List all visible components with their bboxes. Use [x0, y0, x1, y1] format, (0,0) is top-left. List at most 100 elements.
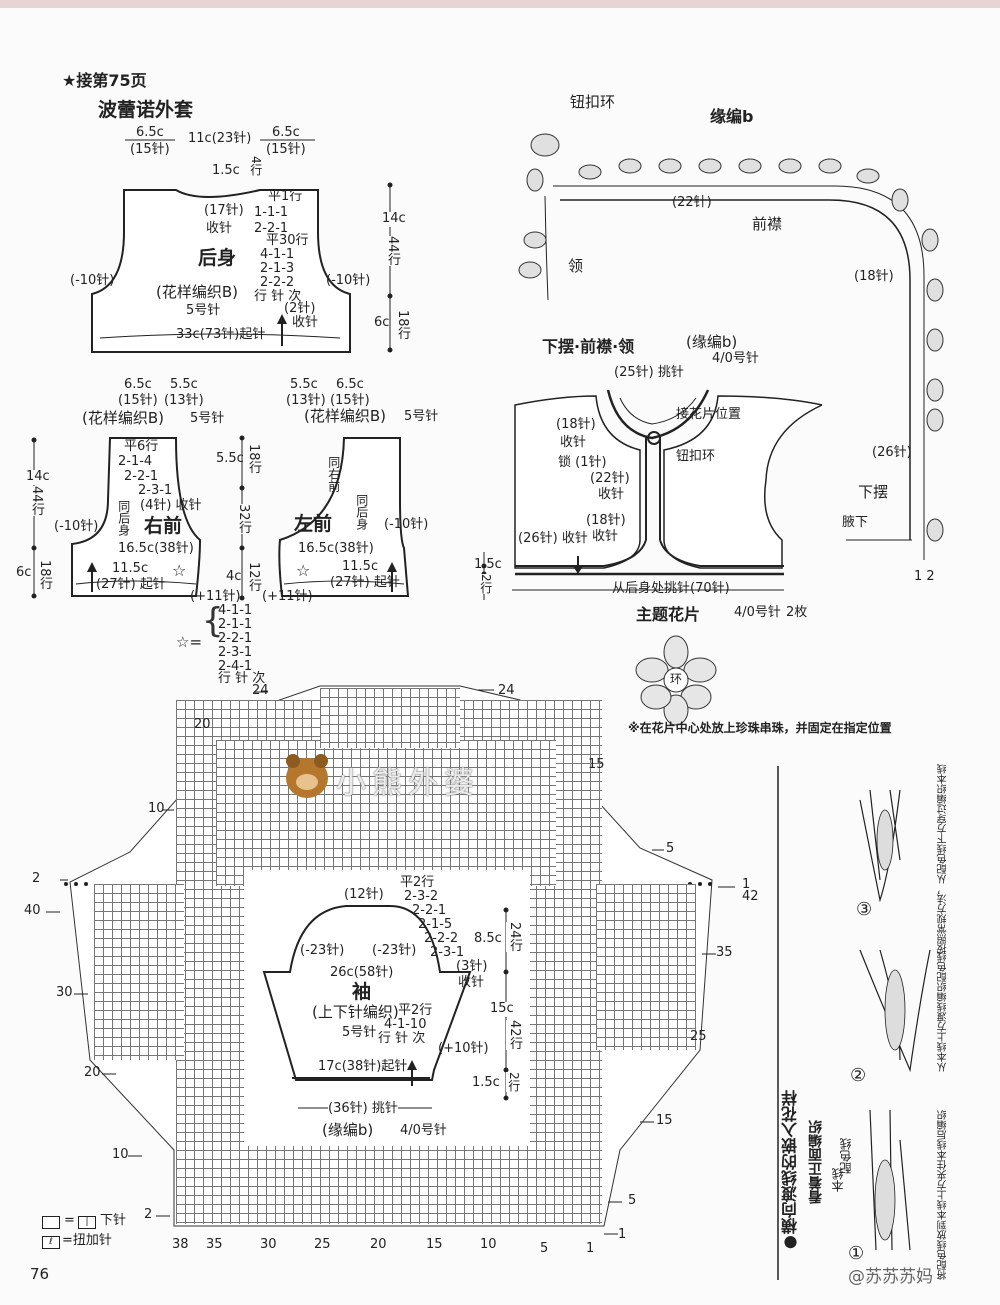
rf-width: 16.5c(38针)	[118, 541, 194, 556]
sleeve-inc-0: 平2行	[398, 1003, 433, 1018]
back-title: 后身	[198, 247, 237, 269]
sleeve-top-4: 2-3-1	[430, 945, 465, 960]
rf-top-b: 5.5c	[170, 377, 198, 392]
back-shape-5: 2-1-3	[260, 261, 295, 276]
continued-note: ★接第75页	[62, 71, 147, 90]
sleeve-cap-rows: 24行	[506, 922, 522, 952]
grid-right-2: 1	[742, 877, 751, 892]
grid-left-4: 30	[56, 985, 73, 1000]
sleeve-cast-off-b: 收针	[458, 975, 485, 990]
hem-st18c: (18针)	[586, 513, 626, 528]
edging-front: 前襟	[752, 215, 783, 233]
chart-grid-upper	[216, 740, 556, 886]
hem-loop: 钮扣环	[676, 449, 716, 464]
sleeve-inc-1: 4-1-10	[384, 1017, 427, 1032]
edging-st18: (18针)	[854, 269, 894, 284]
lf-pattern: (花样编织B)	[304, 407, 386, 425]
star-brace: {	[202, 601, 224, 641]
star-line-1: 2-1-1	[218, 617, 253, 632]
hem-left18: (18针)	[556, 417, 596, 432]
sleeve-top: (12针)	[344, 887, 384, 902]
hem-st22b: 收针	[598, 487, 625, 502]
back-top-right-st: (15针)	[266, 142, 306, 157]
hem-flower-pos: 接花片位置	[676, 407, 742, 422]
back-needle: 5号针	[186, 303, 221, 318]
sleeve-width: 26c(58针)	[330, 965, 394, 980]
page-number: 76	[30, 1265, 50, 1283]
star-line-0: 4-1-1	[218, 603, 253, 618]
grid-bottom-1: 35	[206, 1237, 223, 1252]
legend-twist-icon: ℓ	[42, 1236, 60, 1249]
grid-bottom-3: 25	[314, 1237, 331, 1252]
grid-left-2: 2	[32, 871, 41, 886]
rf-top-a-st: (15针)	[118, 393, 158, 408]
edging-hem: 下摆	[858, 483, 889, 501]
rf-height-a-rows: 44行	[28, 486, 44, 516]
mid-b: 32行	[235, 504, 251, 534]
rf-title: 右前	[144, 515, 183, 537]
star-label: ☆=	[176, 633, 203, 651]
back-shape-2: 2-2-1	[254, 221, 289, 236]
rf-height-a: 14c	[26, 469, 50, 485]
edging-st26: (26针)	[872, 445, 912, 460]
grid-bottom-4: 20	[370, 1237, 387, 1252]
grid-right-6: 15	[656, 1113, 673, 1128]
grid-left-1: 10	[148, 801, 165, 816]
rf-cast-on: (27针) 起针	[96, 577, 166, 592]
motif-note: ※在花片中心处放上珍珠串珠，并固定在指定位置	[628, 721, 892, 735]
grid-bottom-6: 10	[480, 1237, 497, 1252]
rf-height-b: 6c	[16, 565, 32, 580]
grid-right-5: 25	[690, 1029, 707, 1044]
rf-top-a: 6.5c	[124, 377, 152, 392]
watermark-text: 小熊外婆	[336, 766, 480, 801]
inlay-n1: ①	[848, 1243, 865, 1264]
back-height-a: 14c	[382, 211, 406, 227]
grid-left-6: 10	[112, 1147, 129, 1162]
back-bind-off-b: 收针	[292, 315, 319, 330]
back-side-right: (-10针)	[326, 273, 371, 288]
sleeve-right-dec: (-23针)	[372, 943, 417, 958]
back-dec-b: 收针	[206, 221, 233, 236]
rf-same: 同后身	[116, 500, 131, 536]
back-top-left-st: (15针)	[130, 142, 170, 157]
edging-outline	[560, 199, 911, 540]
lf-width: 16.5c(38针)	[298, 541, 374, 556]
sleeve-body-h: 15c	[490, 1001, 514, 1017]
star-line-4: 2-4-1	[218, 659, 253, 674]
grid-top-right: 24	[498, 683, 515, 698]
hem-bottom: 从后身处挑针(70针)	[612, 581, 730, 596]
rf-shape-2: 2-2-1	[124, 469, 159, 484]
hem-title: 下摆·前襟·领	[542, 337, 635, 356]
back-neck-rows: 4行	[248, 156, 263, 176]
rf-pattern: (花样编织B)	[82, 409, 164, 427]
hem-needle: 4/0号针	[712, 351, 759, 366]
mid-a-rows: 18行	[245, 444, 261, 474]
watermark-corner: @苏苏苏妈	[848, 1267, 933, 1287]
hem-subtitle: (缘编b)	[686, 333, 738, 351]
mid-plus-left: (+11针)	[190, 589, 241, 604]
sleeve-body-rows: 42行	[506, 1020, 522, 1050]
mid-plus-right: (+11针)	[262, 589, 313, 604]
mid-a: 5.5c	[216, 451, 244, 466]
grid-top-left: 24	[252, 683, 269, 698]
mid-c: 4c	[226, 569, 242, 584]
sleeve-top-3: 2-2-2	[424, 931, 459, 946]
back-top-left: 6.5c	[136, 125, 164, 140]
inlay-sub: 看着正面编织	[808, 1120, 824, 1204]
lf-title: 左前	[294, 513, 333, 535]
star-footer: 行 针 次	[218, 671, 266, 686]
sleeve-top-flat: 平2行	[400, 875, 435, 890]
lf-star: ☆	[296, 561, 311, 580]
rf-height-b-rows: 18行	[36, 560, 52, 590]
back-shape-4: 4-1-1	[260, 247, 295, 262]
sleeve-plus: (+10针)	[438, 1041, 489, 1056]
lf-needle: 5号针	[404, 409, 439, 424]
sleeve-edge-needle: 4/0号针	[400, 1123, 447, 1138]
inlay-step2-note: 从本线上方渡线编织配色线	[938, 952, 949, 1072]
legend-blank-square	[42, 1216, 60, 1229]
chart-grid-right	[596, 884, 696, 1050]
sleeve-cuff-cast: 17c(38针)起针	[318, 1059, 408, 1074]
motif-flower	[635, 635, 717, 726]
grid-left-3: 40	[24, 903, 41, 918]
